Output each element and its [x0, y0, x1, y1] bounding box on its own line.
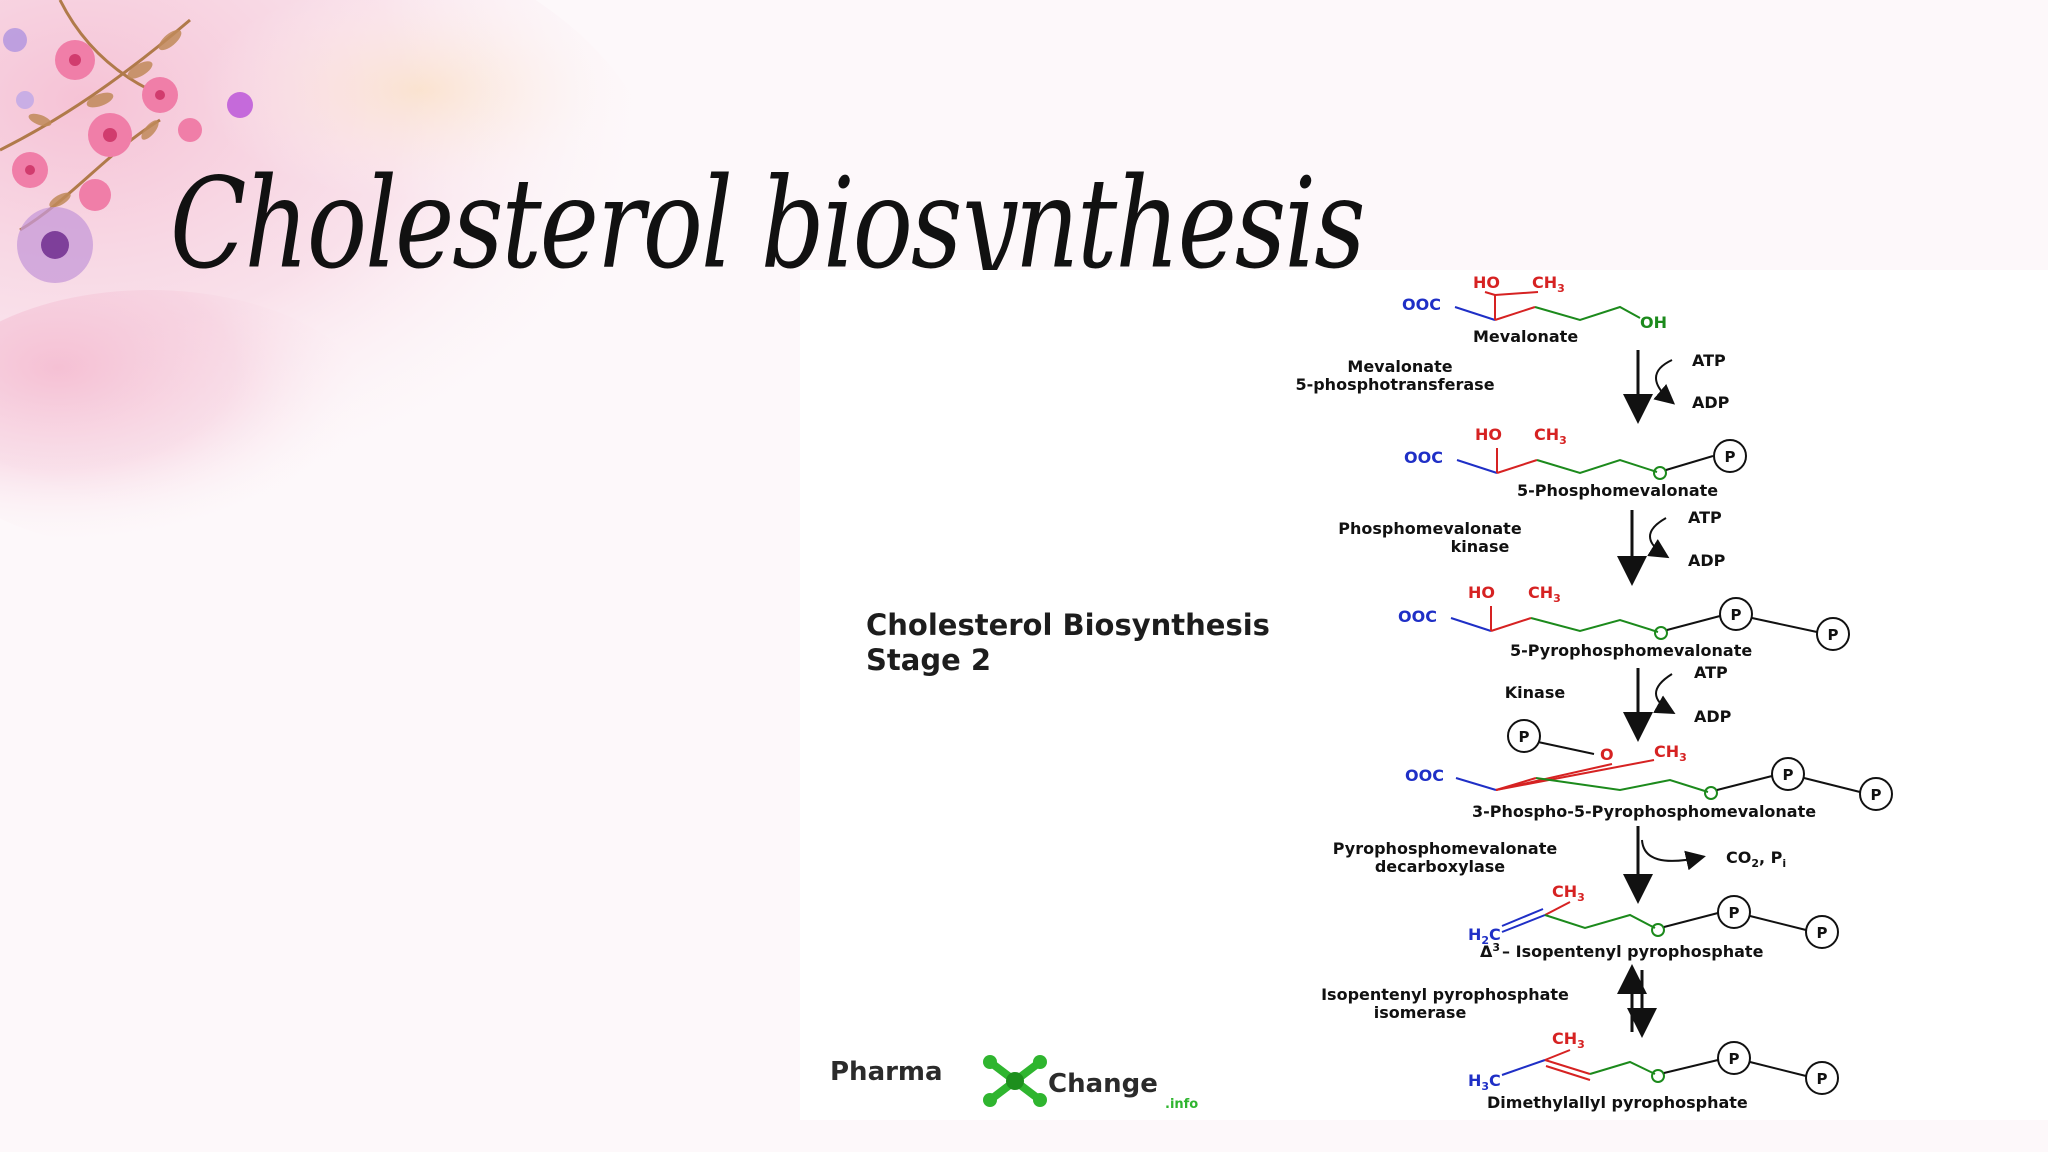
svg-text:P: P [1783, 766, 1794, 784]
pharmachange-logo: Pharma Change .info [830, 1055, 1198, 1112]
svg-text:P: P [1817, 924, 1828, 942]
diagram-heading-line2: Stage 2 [866, 643, 992, 677]
svg-text:Pharma: Pharma [830, 1057, 943, 1087]
reaction-step-4: Pyrophosphomevalonate decarboxylase CO2,… [1333, 826, 1786, 904]
svg-text:P: P [1729, 1050, 1740, 1068]
svg-text:H2C: H2C [1468, 925, 1501, 947]
svg-text:ADP: ADP [1692, 393, 1730, 412]
svg-text:P: P [1817, 1070, 1828, 1088]
svg-text:CH3: CH3 [1528, 583, 1561, 605]
svg-text:Phosphomevalonate: Phosphomevalonate [1338, 519, 1522, 538]
svg-text:CH3: CH3 [1552, 1029, 1585, 1051]
svg-text:CH3: CH3 [1552, 882, 1585, 904]
phosphate-circle-icon [1719, 597, 1753, 631]
svg-text:ADP: ADP [1688, 551, 1726, 570]
phospho-pyrophosphomevalonate-structure: P O CH3 OOC P P 3-Phospho-5-Pyrophosphom… [1405, 719, 1893, 821]
svg-text:ADP: ADP [1694, 707, 1732, 726]
mevalonate-structure: HO CH3 OOC OH Mevalonate [1402, 273, 1667, 346]
molecule-name-5-phosphomevalonate: 5-Phosphomevalonate [1517, 481, 1718, 500]
equilibrium-arrows-icon [1617, 964, 1657, 1038]
isopentenyl-pyrophosphate-structure: CH3 H2C P P Δ3– Isopentenyl pyrophosphat… [1468, 882, 1839, 961]
svg-text:kinase: kinase [1451, 537, 1510, 556]
svg-text:P: P [1729, 904, 1740, 922]
pyrophosphomevalonate-structure: HO CH3 OOC P P 5-Pyrophosphomevalonate [1398, 583, 1850, 660]
reaction-step-5: Isopentenyl pyrophosphate isomerase [1321, 964, 1657, 1038]
svg-text:CH3: CH3 [1534, 425, 1567, 447]
svg-text:Kinase: Kinase [1505, 683, 1566, 702]
molecule-name-isopentenyl-pyrophosphate: Δ3– Isopentenyl pyrophosphate [1480, 941, 1764, 961]
phosphate-circle-icon [1805, 1061, 1839, 1095]
reaction-step-2: Phosphomevalonate kinase ATP ADP [1338, 508, 1726, 586]
svg-text:CH3: CH3 [1532, 273, 1565, 295]
svg-text:ATP: ATP [1688, 508, 1722, 527]
svg-text:Isopentenyl pyrophosphate: Isopentenyl pyrophosphate [1321, 985, 1569, 1004]
phosphate-circle-icon [1816, 617, 1850, 651]
svg-text:OOC: OOC [1404, 448, 1443, 467]
phosphate-circle-icon [1771, 757, 1805, 791]
svg-text:P: P [1519, 728, 1530, 746]
svg-text:Change: Change [1048, 1069, 1158, 1099]
ooc-label: OOC [1402, 295, 1441, 314]
svg-text:ATP: ATP [1692, 351, 1726, 370]
diagram-panel [800, 270, 2048, 1120]
dimethylallyl-pyrophosphate-structure: CH3 H3C P P Dimethylallyl pyrophosphate [1468, 1029, 1839, 1112]
enzyme-label: 5-phosphotransferase [1295, 375, 1494, 394]
svg-text:HO: HO [1468, 583, 1495, 602]
cholesterol-pathway-diagram: HO CH3 OOC OH Mevalonate Mevalonate 5-ph… [1295, 273, 1893, 1112]
svg-text:P: P [1731, 606, 1742, 624]
svg-text:decarboxylase: decarboxylase [1375, 857, 1505, 876]
enzyme-label: Mevalonate [1347, 357, 1452, 376]
svg-text:Pyrophosphomevalonate: Pyrophosphomevalonate [1333, 839, 1558, 858]
svg-text:O: O [1600, 745, 1614, 764]
svg-text:isomerase: isomerase [1374, 1003, 1467, 1022]
phosphate-circle-icon [1713, 439, 1747, 473]
floral-corner-decoration-icon [0, 0, 670, 550]
reaction-step-3: Kinase ATP ADP [1505, 663, 1732, 742]
svg-text:P: P [1725, 448, 1736, 466]
svg-text:.info: .info [1165, 1097, 1198, 1112]
phosphate-circle-icon [1805, 915, 1839, 949]
oh-label: OH [1640, 313, 1667, 332]
ch3-label: CH [1532, 273, 1557, 292]
svg-text:OOC: OOC [1398, 607, 1437, 626]
svg-text:H3C: H3C [1468, 1071, 1501, 1093]
molecule-name-mevalonate: Mevalonate [1473, 327, 1578, 346]
phosphate-circle-icon [1507, 719, 1541, 753]
reaction-step-1: Mevalonate 5-phosphotransferase ATP ADP [1295, 350, 1730, 424]
phosphate-circle-icon [1717, 1041, 1751, 1075]
molecule-name-3-phospho-5-pyrophosphomevalonate: 3-Phospho-5-Pyrophosphomevalonate [1472, 802, 1816, 821]
phosphate-circle-icon [1717, 895, 1751, 929]
phosphate-circle-icon [1859, 777, 1893, 811]
molecule-name-5-pyrophosphomevalonate: 5-Pyrophosphomevalonate [1510, 641, 1752, 660]
svg-text:ATP: ATP [1694, 663, 1728, 682]
ho-label: HO [1473, 273, 1500, 292]
svg-text:P: P [1871, 786, 1882, 804]
diagram-heading: Cholesterol Biosynthesis Stage 2 [866, 608, 1270, 678]
svg-text:P: P [1828, 626, 1839, 644]
pharmachange-logo-icon [983, 1055, 1047, 1107]
svg-text:HO: HO [1475, 425, 1502, 444]
svg-text:CH3: CH3 [1654, 742, 1687, 764]
molecule-name-dimethylallyl-pyrophosphate: Dimethylallyl pyrophosphate [1487, 1093, 1748, 1112]
diagram-heading-line1: Cholesterol Biosynthesis [866, 608, 1270, 642]
phosphomevalonate-structure: HO CH3 OOC P 5-Phosphomevalonate [1404, 425, 1747, 500]
svg-text:OOC: OOC [1405, 766, 1444, 785]
svg-text:CO2, Pi: CO2, Pi [1726, 848, 1786, 870]
